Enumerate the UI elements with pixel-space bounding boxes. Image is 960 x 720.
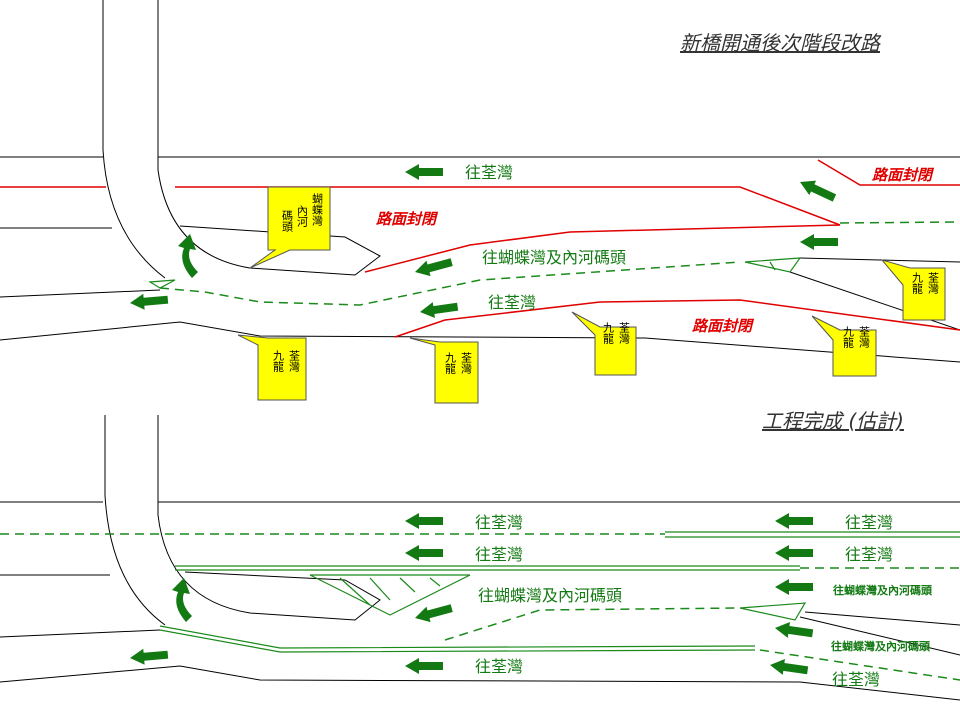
left-arrow-icon (129, 646, 169, 666)
direction-arrows (129, 164, 838, 320)
svg-text:九龍: 九龍 (842, 326, 855, 349)
bottom-title: 工程完成 (估計) (762, 409, 904, 433)
label-to-butterfly-bay: 往蝴蝶灣及內河碼頭 (482, 248, 626, 267)
callout-butterfly-bay: 蝴蝶灣 內河 碼頭 (249, 186, 331, 269)
up-left-arrow-icon (796, 174, 838, 206)
callout-tw-kln: 荃灣 九龍 (811, 315, 877, 377)
callout-tw-kln: 荃灣 九龍 (880, 259, 946, 321)
label-to-tsuen-wan: 往荃灣 (475, 513, 523, 532)
left-arrow-icon (405, 658, 443, 674)
top-title: 新橋開通後次階段改路 (680, 31, 882, 55)
svg-text:荃灣: 荃灣 (927, 271, 940, 295)
svg-text:九龍: 九龍 (602, 322, 615, 345)
left-arrow-icon (773, 620, 814, 642)
left-arrow-icon (775, 545, 813, 561)
left-arrow-icon (412, 600, 454, 626)
left-arrow-icon (418, 298, 459, 320)
left-arrow-icon (775, 513, 813, 529)
label-to-tsuen-wan: 往荃灣 (845, 513, 893, 532)
svg-text:荃灣: 荃灣 (460, 351, 473, 375)
label-to-butterfly-bay: 往蝴蝶灣及內河碼頭 (831, 639, 931, 653)
road-edges (0, 0, 960, 363)
left-arrow-icon (405, 164, 443, 180)
label-to-butterfly-bay: 往蝴蝶灣及內河碼頭 (478, 586, 622, 605)
curved-up-arrow-icon (178, 234, 198, 278)
direction-arrows (129, 513, 814, 679)
svg-text:內河: 內河 (296, 205, 309, 227)
label-to-tsuen-wan: 往荃灣 (475, 545, 523, 564)
top-section: 新橋開通後次階段改路 (0, 0, 960, 404)
bottom-section: 工程完成 (估計) (0, 409, 960, 701)
label-to-tsuen-wan: 往荃灣 (488, 293, 536, 312)
label-to-butterfly-bay: 往蝴蝶灣及內河碼頭 (833, 583, 933, 597)
label-to-tsuen-wan: 往荃灣 (475, 657, 523, 676)
callout-tw-kln: 荃灣 九龍 (409, 337, 479, 404)
svg-text:蝴蝶灣: 蝴蝶灣 (311, 193, 324, 227)
left-arrow-icon (405, 545, 443, 561)
lane-markings (148, 221, 960, 306)
left-arrow-icon (129, 291, 169, 311)
svg-text:荃灣: 荃灣 (618, 321, 631, 345)
label-to-tsuen-wan: 往荃灣 (845, 545, 893, 564)
road-closed-label: 路面封閉 (376, 210, 439, 228)
left-arrow-icon (768, 657, 809, 679)
callout-tw-kln: 荃灣 九龍 (571, 311, 637, 376)
left-arrow-icon (775, 579, 813, 595)
svg-text:九龍: 九龍 (911, 272, 924, 295)
svg-text:九龍: 九龍 (444, 352, 457, 375)
label-to-tsuen-wan: 往荃灣 (832, 670, 880, 689)
callout-tw-kln: 荃灣 九龍 (237, 334, 307, 401)
road-edges (0, 415, 960, 701)
closure-lines (0, 159, 960, 338)
road-closed-label: 路面封閉 (872, 166, 935, 184)
svg-text:碼頭: 碼頭 (281, 210, 294, 233)
left-arrow-icon (800, 234, 838, 250)
svg-text:荃灣: 荃灣 (858, 325, 871, 349)
lane-markings (0, 531, 960, 681)
svg-text:九龍: 九龍 (272, 350, 285, 373)
road-closed-label: 路面封閉 (692, 317, 755, 335)
curved-up-arrow-icon (172, 578, 192, 622)
svg-text:荃灣: 荃灣 (288, 349, 301, 373)
left-arrow-icon (405, 513, 443, 529)
label-to-tsuen-wan: 往荃灣 (465, 163, 513, 182)
